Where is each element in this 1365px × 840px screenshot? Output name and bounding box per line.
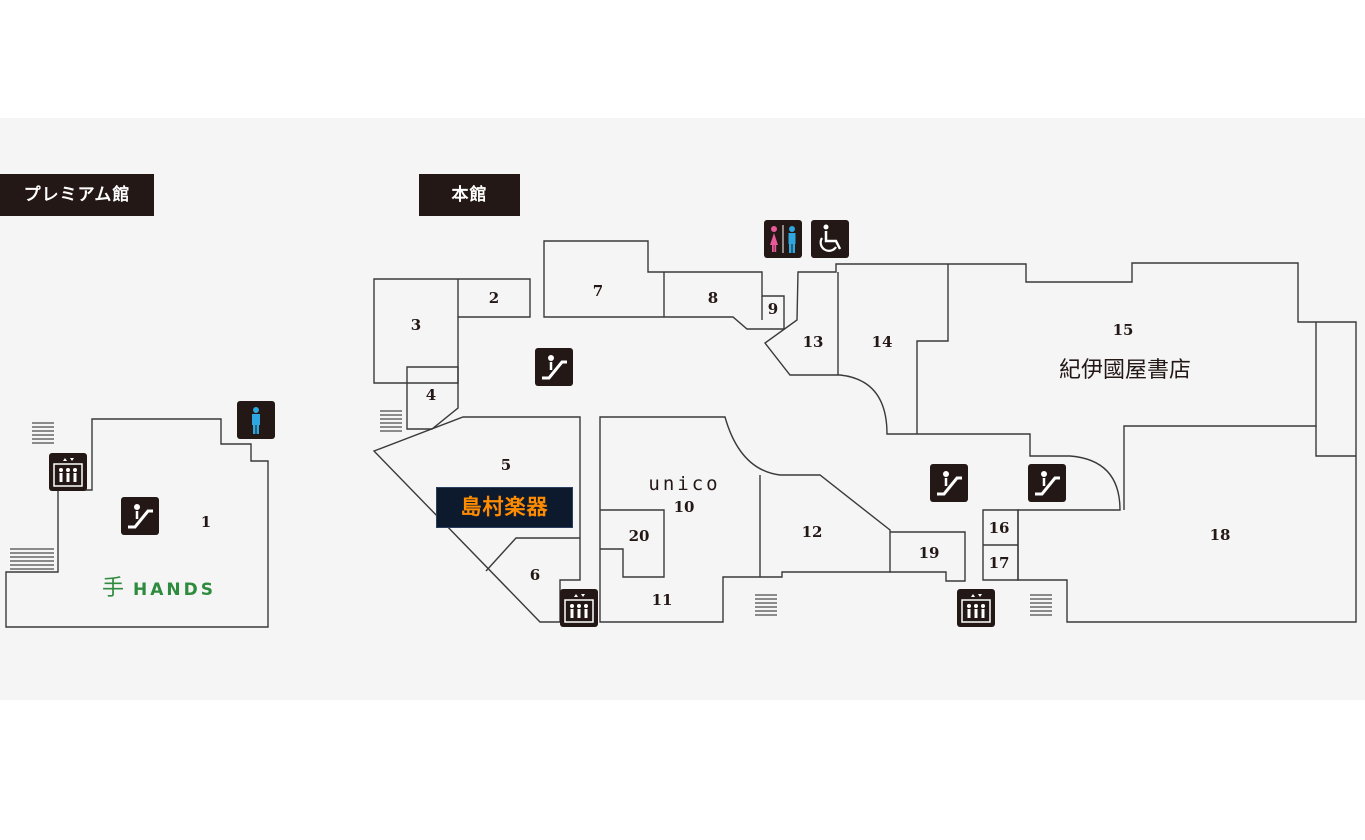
unit-number-11[interactable]: 11 — [652, 591, 673, 609]
unit-number-19[interactable]: 19 — [919, 544, 940, 562]
main-building-walls — [372, 240, 1357, 623]
stairs-icon — [10, 548, 32, 570]
unit-number-18[interactable]: 18 — [1210, 526, 1231, 544]
unit-number-13[interactable]: 13 — [803, 333, 824, 351]
escalator-icon — [119, 495, 161, 537]
elevator-icon — [956, 588, 996, 628]
tenant-logo-unico[interactable]: unico — [648, 473, 721, 495]
hands-wordmark: HANDS — [133, 580, 216, 600]
unit-number-20[interactable]: 20 — [629, 527, 650, 545]
restroom-icon — [764, 220, 802, 258]
mens-restroom-icon — [237, 401, 275, 439]
tenant-logo-kinokuniya[interactable]: 紀伊國屋書店 — [1058, 358, 1191, 383]
unit-number-6[interactable]: 6 — [530, 566, 540, 584]
unit-number-2[interactable]: 2 — [489, 289, 499, 307]
escalator-icon — [928, 462, 970, 504]
unit-number-12[interactable]: 12 — [802, 523, 823, 541]
escalator-icon — [533, 346, 575, 388]
unit-number-14[interactable]: 14 — [872, 333, 893, 351]
stairs-icon — [755, 594, 777, 616]
elevator-icon — [48, 452, 88, 492]
stairs-icon — [32, 422, 54, 444]
escalator-icon — [1026, 462, 1068, 504]
stairs-icon — [1030, 594, 1052, 616]
unit-number-10[interactable]: 10 — [674, 498, 695, 516]
building-label-main: 本館 — [419, 174, 520, 216]
building-label-premium: プレミアム館 — [0, 174, 154, 216]
unit-number-15[interactable]: 15 — [1113, 321, 1134, 339]
unit-number-7[interactable]: 7 — [593, 282, 603, 300]
unit-number-9[interactable]: 9 — [768, 300, 778, 318]
wheelchair-icon — [811, 220, 849, 258]
tenant-logo-shimamura[interactable]: 島村楽器 — [436, 487, 573, 528]
hands-mark-icon: 手 — [102, 576, 128, 601]
unit-number-3[interactable]: 3 — [411, 316, 421, 334]
unit-number-16[interactable]: 16 — [989, 519, 1010, 537]
unit-number-17[interactable]: 17 — [989, 554, 1010, 572]
unit-number-4[interactable]: 4 — [426, 386, 436, 404]
unit-number-5[interactable]: 5 — [501, 456, 511, 474]
stairs-icon — [32, 548, 54, 570]
floor-map-background — [0, 118, 1365, 700]
unit-number-8[interactable]: 8 — [708, 289, 718, 307]
unit-number-1[interactable]: 1 — [201, 513, 211, 531]
elevator-icon — [559, 588, 599, 628]
stairs-icon — [380, 410, 402, 432]
